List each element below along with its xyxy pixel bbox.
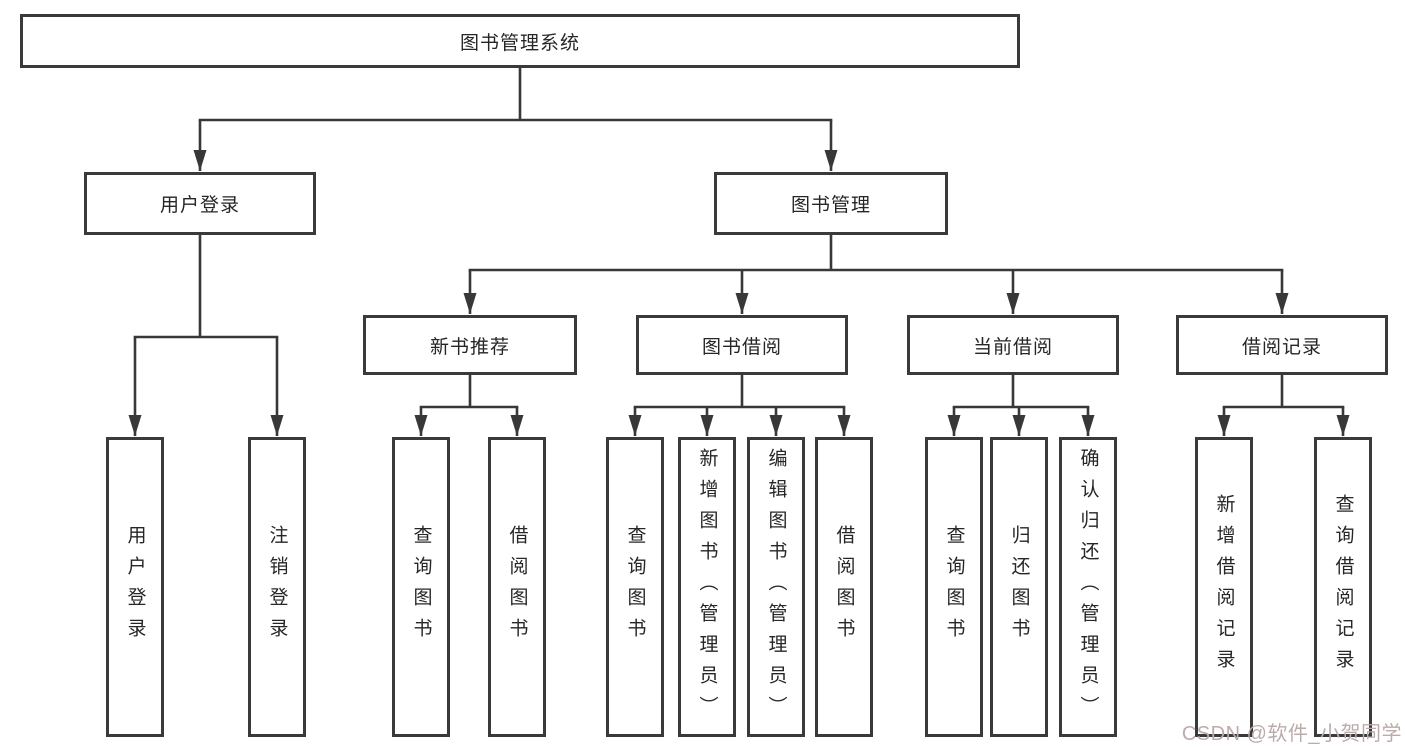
leaf-label: 查询图书 [410, 525, 432, 649]
node-borrow-record-label: 借阅记录 [1241, 336, 1322, 358]
branch-borrow-record [1222, 373, 1345, 409]
csdn-watermark: CSDN @软件_小贺同学 [1181, 723, 1402, 745]
leaf-borrow-add-books-admin: 新增图书（管理员） [678, 437, 736, 737]
branch-current-borrow [952, 373, 1090, 409]
leaf-label: 用户登录 [124, 525, 146, 649]
branch-book-mgmt-to-level3 [468, 233, 1284, 272]
leaf-current-confirm-return-admin: 确认归还（管理员） [1059, 437, 1117, 737]
leaf-current-return-books: 归还图书 [990, 437, 1048, 737]
leaf-borrow-borrow-books: 借阅图书 [815, 437, 873, 737]
node-new-book-rec: 新书推荐 [363, 315, 577, 375]
leaf-label: 确认归还（管理员） [1077, 447, 1099, 727]
leaf-record-add-borrow-record: 新增借阅记录 [1195, 437, 1253, 737]
node-borrow-record: 借阅记录 [1176, 315, 1388, 375]
leaf-label: 注销登录 [266, 525, 288, 649]
leaf-label: 借阅图书 [506, 525, 528, 649]
leaf-newrec-query-books: 查询图书 [392, 437, 450, 737]
leaf-current-query-books: 查询图书 [925, 437, 983, 737]
leaf-label: 新增图书（管理员） [696, 447, 718, 727]
leaf-user-login: 用户登录 [106, 437, 164, 737]
leaf-label: 查询借阅记录 [1332, 494, 1354, 680]
leaf-label: 查询图书 [943, 525, 965, 649]
node-user-login-label: 用户登录 [159, 195, 240, 216]
leaf-logout-login: 注销登录 [248, 437, 306, 737]
leaf-label: 新增借阅记录 [1213, 494, 1235, 680]
leaf-borrow-query-books: 查询图书 [606, 437, 664, 737]
leaf-borrow-edit-books-admin: 编辑图书（管理员） [747, 437, 805, 737]
leaf-label: 归还图书 [1008, 525, 1030, 649]
branch-root-to-level2 [198, 66, 833, 122]
node-root: 图书管理系统 [20, 14, 1020, 68]
node-current-borrow: 当前借阅 [907, 315, 1119, 375]
node-book-mgmt: 图书管理 [714, 172, 948, 235]
branch-user-login [133, 233, 279, 339]
branch-new-book-rec [419, 373, 519, 409]
leaf-newrec-borrow-books: 借阅图书 [488, 437, 546, 737]
node-book-mgmt-label: 图书管理 [790, 195, 871, 216]
node-new-book-rec-label: 新书推荐 [429, 336, 510, 358]
leaf-label: 编辑图书（管理员） [765, 447, 787, 727]
node-user-login: 用户登录 [84, 172, 316, 235]
node-root-label: 图书管理系统 [459, 32, 580, 54]
node-book-borrow: 图书借阅 [636, 315, 848, 375]
leaf-label: 查询图书 [624, 525, 646, 649]
leaf-record-query-borrow-record: 查询借阅记录 [1314, 437, 1372, 737]
node-book-borrow-label: 图书借阅 [701, 336, 782, 358]
node-current-borrow-label: 当前借阅 [972, 336, 1053, 358]
leaf-label: 借阅图书 [833, 525, 855, 649]
branch-book-borrow [633, 373, 846, 409]
